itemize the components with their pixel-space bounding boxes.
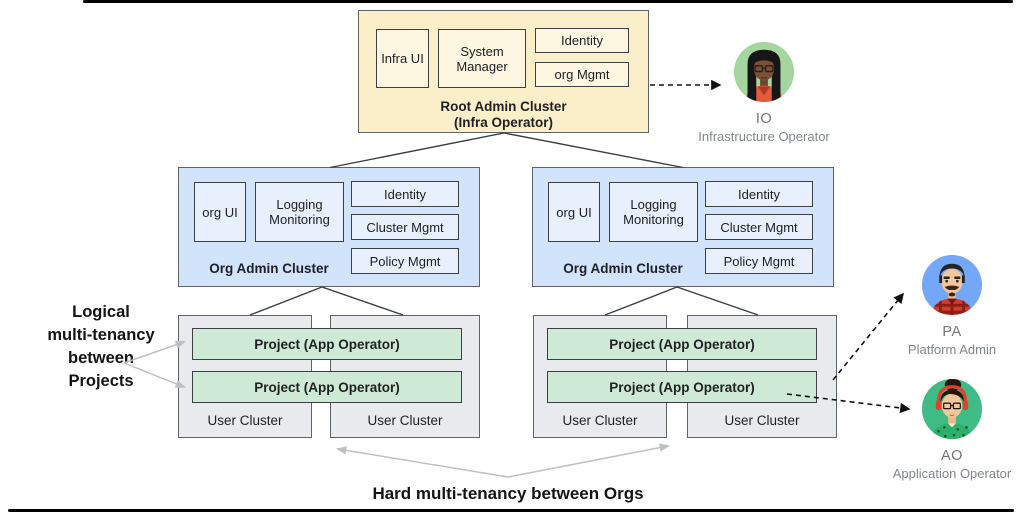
ao-avatar <box>921 378 983 440</box>
persona-abbr: PA <box>942 324 962 340</box>
chip-identity: Identity <box>705 181 813 207</box>
chip-cluster-mgmt: Cluster Mgmt <box>351 214 459 240</box>
root-cluster-title-line2: (Infra Operator) <box>453 115 553 130</box>
annot-line: multi-tenancy <box>47 326 155 344</box>
annot-line: Projects <box>68 372 134 390</box>
root-cluster-title: Root Admin Cluster (Infra Operator) <box>359 99 648 131</box>
persona-abbr: AO <box>941 448 963 464</box>
persona-role: Infrastructure Operator <box>698 129 830 144</box>
pa-avatar <box>921 254 983 316</box>
bottom-frame-line <box>8 509 1014 512</box>
user-cluster-label: User Cluster <box>207 413 283 428</box>
hard-multitenancy-label: Hard multi-tenancy between Orgs <box>372 484 644 503</box>
persona-ao: AO Application Operator <box>872 378 1022 481</box>
top-frame-line <box>83 0 1013 3</box>
persona-pa: PA Platform Admin <box>872 254 1022 357</box>
persona-abbr: IO <box>755 111 773 127</box>
chip-org-ui: org UI <box>194 182 246 242</box>
org-cluster-title: Org Admin Cluster <box>209 261 329 276</box>
org-admin-cluster-left: org UI Logging Monitoring Identity Clust… <box>178 167 480 287</box>
project-bar: Project (App Operator) <box>547 371 817 403</box>
project-bar: Project (App Operator) <box>192 371 462 403</box>
annot-line: between <box>67 349 135 367</box>
chip-identity: Identity <box>351 181 459 207</box>
user-cluster-label: User Cluster <box>367 413 443 428</box>
project-bar: Project (App Operator) <box>547 328 817 360</box>
chip-cluster-mgmt: Cluster Mgmt <box>705 214 813 240</box>
project-bar: Project (App Operator) <box>192 328 462 360</box>
chip-system-manager: System Manager <box>438 29 526 88</box>
root-cluster-title-line1: Root Admin Cluster <box>440 99 567 114</box>
chip-policy-mgmt: Policy Mgmt <box>351 248 459 274</box>
persona-role: Platform Admin <box>907 342 997 357</box>
chip-logging-monitoring: Logging Monitoring <box>255 182 344 242</box>
org-cluster-title: Org Admin Cluster <box>563 261 683 276</box>
chip-org-ui: org UI <box>548 182 600 242</box>
logical-multitenancy-label: Logical multi-tenancy between Projects <box>17 301 185 393</box>
org-admin-cluster-right: org UI Logging Monitoring Identity Clust… <box>532 167 834 287</box>
chip-identity: Identity <box>535 28 629 53</box>
chip-logging-monitoring: Logging Monitoring <box>609 182 698 242</box>
chip-org-mgmt: org Mgmt <box>535 62 629 87</box>
persona-role: Application Operator <box>892 466 1012 481</box>
io-avatar <box>733 41 795 103</box>
chip-infra-ui: Infra UI <box>376 29 429 88</box>
annot-line: Logical <box>72 303 130 321</box>
user-cluster-label: User Cluster <box>562 413 638 428</box>
root-admin-cluster: Infra UI System Manager Identity org Mgm… <box>358 10 649 133</box>
chip-policy-mgmt: Policy Mgmt <box>705 248 813 274</box>
user-cluster-label: User Cluster <box>724 413 800 428</box>
persona-io: IO Infrastructure Operator <box>684 41 844 144</box>
